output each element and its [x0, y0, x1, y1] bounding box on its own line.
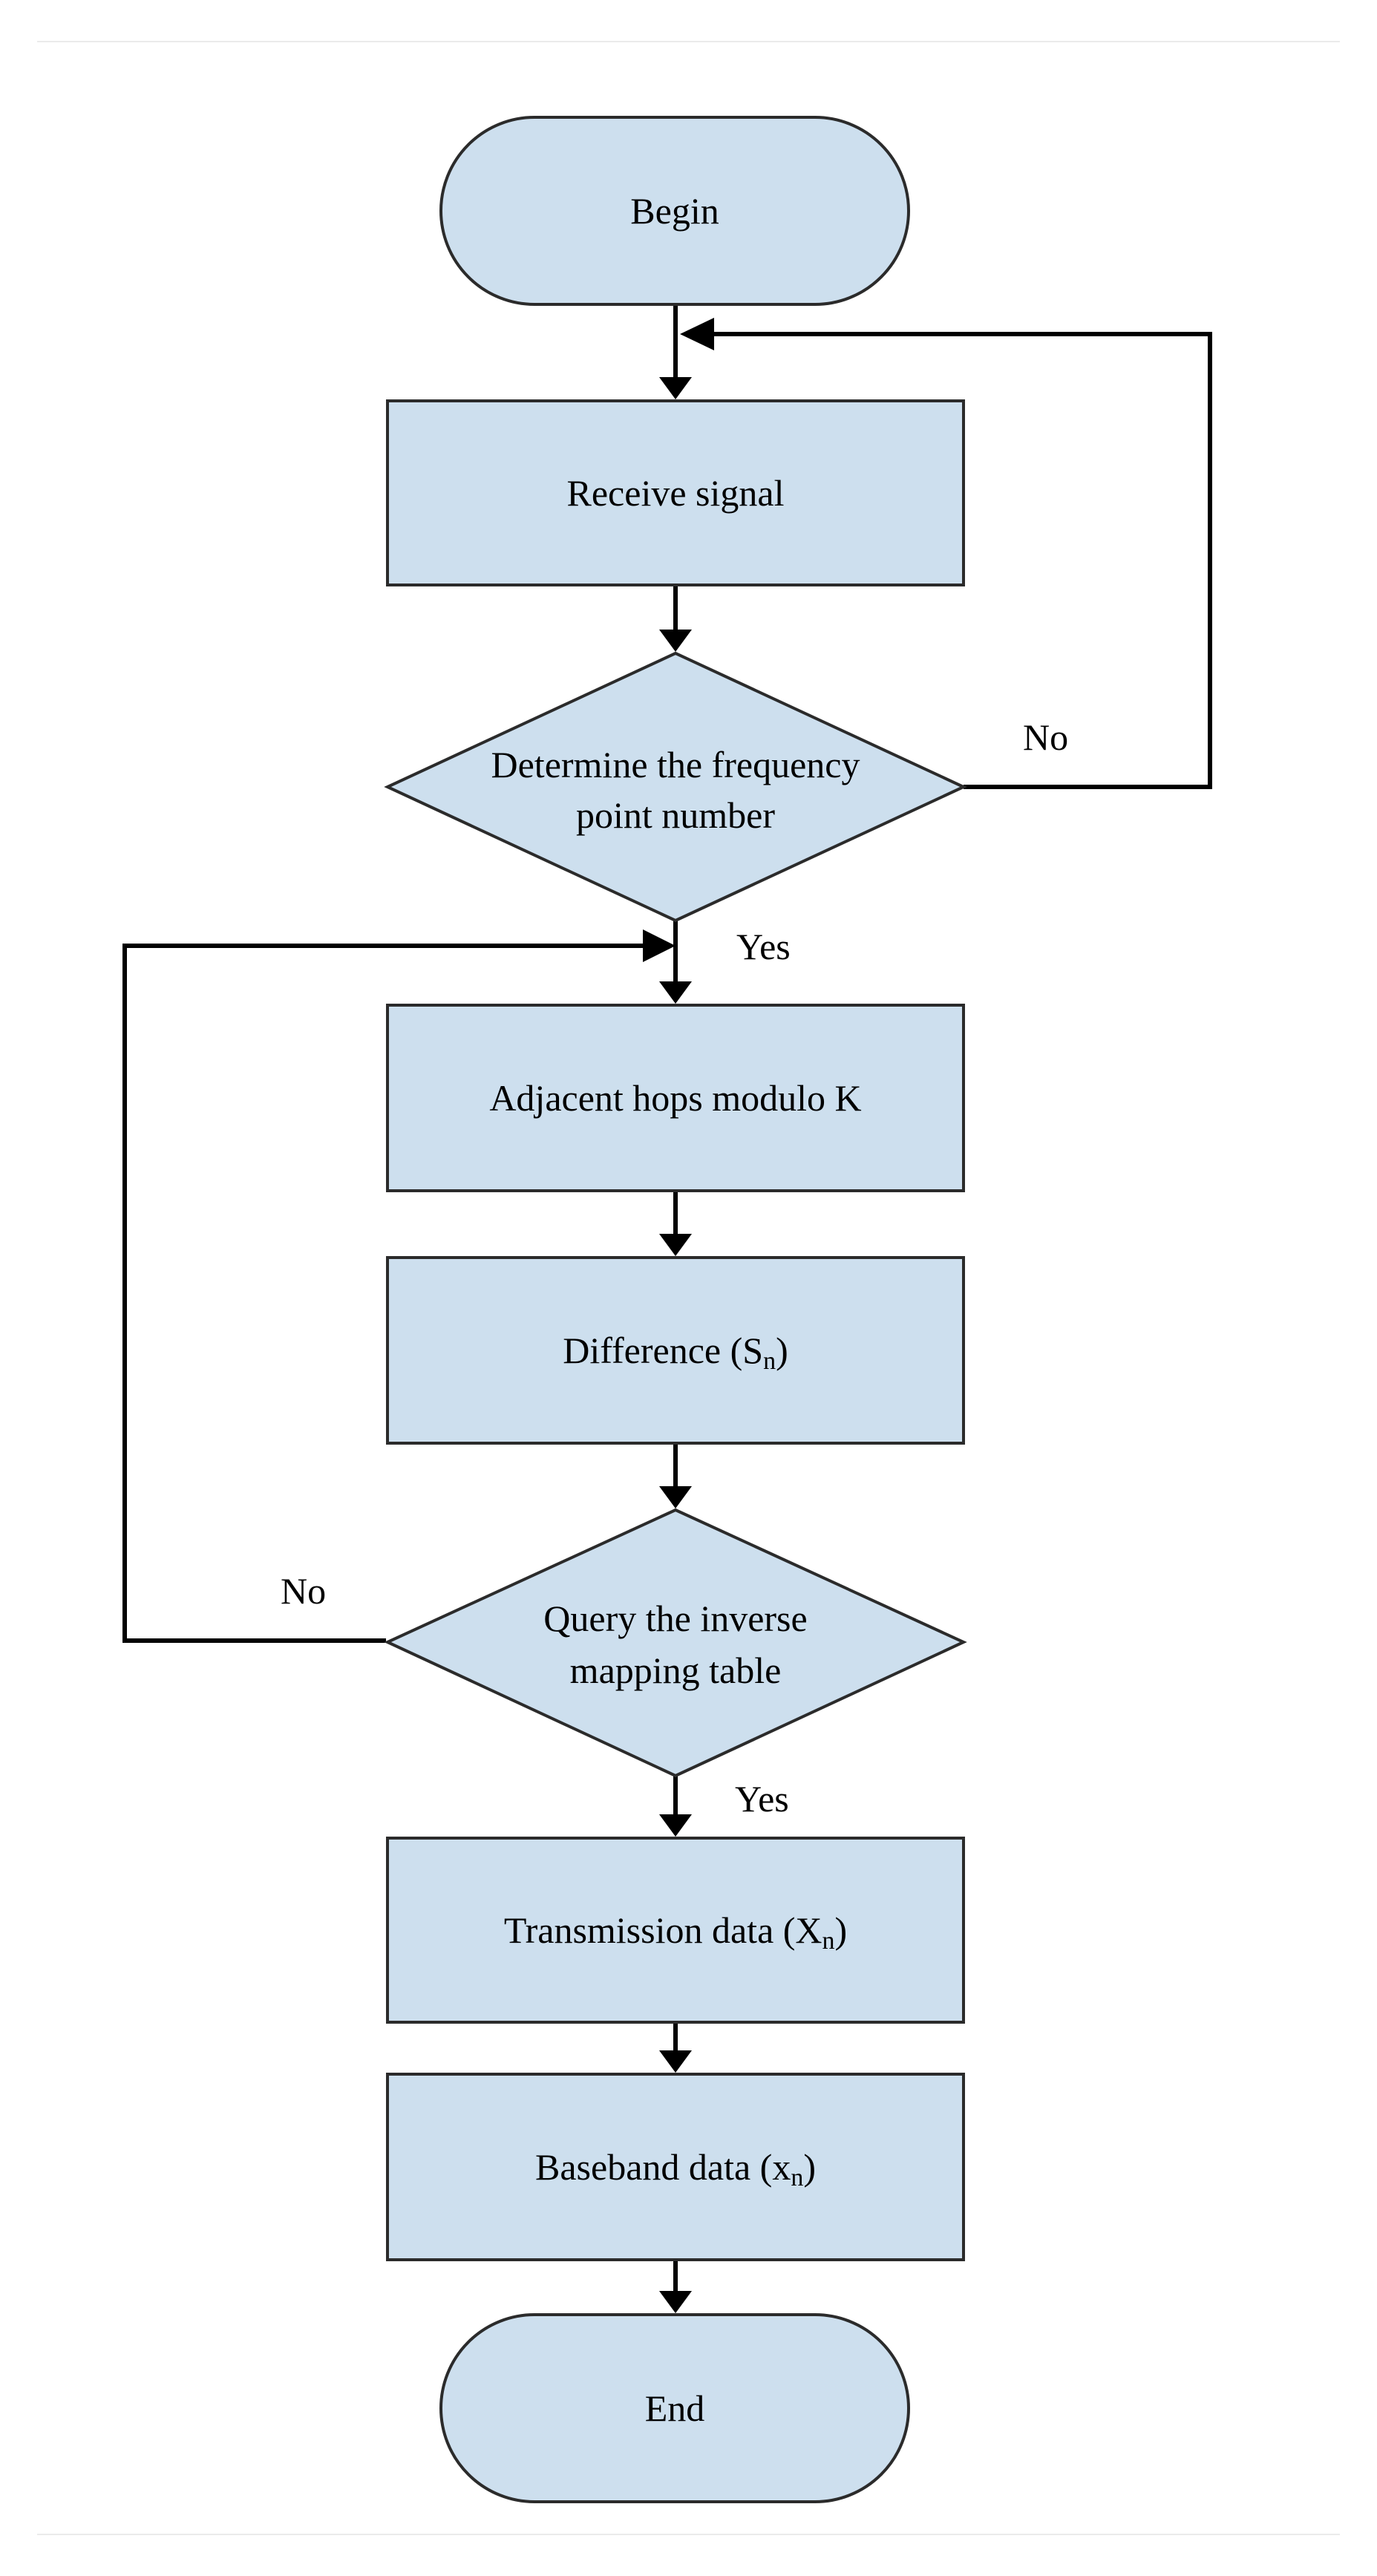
receive-signal-process: Receive signal	[386, 399, 965, 586]
end-terminal-shape	[439, 2313, 910, 2503]
query-no-label: No	[281, 1570, 326, 1612]
arrowhead-query-no-loop	[643, 929, 676, 962]
difference-box	[386, 1256, 965, 1445]
arrowhead-into-baseband	[659, 2050, 692, 2073]
determine-yes-label: Yes	[736, 926, 791, 967]
arrowhead-determine-no-loop	[680, 318, 714, 350]
baseband-data-subscript: n	[791, 2164, 803, 2191]
begin-terminal: Begin	[439, 116, 910, 306]
determine-frequency-label-line1: Determine the frequency	[491, 744, 860, 785]
determine-frequency-label-line2: point number	[576, 794, 775, 836]
transmission-data-label-close: )	[835, 1909, 848, 1951]
baseband-data-process: Baseband data (xn)	[386, 2073, 965, 2261]
arrowhead-into-difference	[659, 1234, 692, 1256]
receive-signal-label: Receive signal	[567, 472, 785, 514]
query-mapping-label-line2: mapping table	[570, 1650, 782, 1691]
query-mapping-decision: Query the inverse mapping table	[384, 1508, 967, 1778]
transmission-data-box	[386, 1837, 965, 2024]
query-yes-label: Yes	[735, 1778, 789, 1820]
transmission-data-process: Transmission data (Xn)	[386, 1837, 965, 2024]
transmission-data-label: Transmission data (Xn)	[504, 1909, 847, 1955]
arrowhead-into-end	[659, 2291, 692, 2313]
end-label: End	[645, 2387, 705, 2429]
arrowhead-into-determine	[659, 630, 692, 652]
baseband-data-label-close: )	[803, 2146, 816, 2188]
connector-determine-no-loop	[714, 332, 1212, 789]
difference-label-close: )	[776, 1330, 788, 1371]
query-mapping-label-line1: Query the inverse	[543, 1598, 807, 1639]
adjacent-hops-process: Adjacent hops modulo K	[386, 1004, 965, 1192]
query-mapping-diamond	[384, 1508, 967, 1778]
determine-frequency-diamond	[384, 651, 967, 923]
determine-no-label: No	[1023, 716, 1068, 758]
arrowhead-into-adjacent	[659, 981, 692, 1004]
difference-label: Difference (Sn)	[563, 1330, 788, 1375]
arrowhead-into-receive	[659, 377, 692, 399]
determine-frequency-decision: Determine the frequency point number	[384, 651, 967, 923]
difference-subscript: n	[763, 1347, 776, 1375]
begin-label: Begin	[630, 190, 719, 232]
arrowhead-into-query	[659, 1486, 692, 1508]
end-terminal: End	[439, 2313, 910, 2503]
receive-signal-box	[386, 399, 965, 586]
transmission-data-label-text: Transmission data (X	[504, 1909, 822, 1951]
begin-terminal-shape	[439, 116, 910, 306]
baseband-data-label: Baseband data (xn)	[535, 2146, 816, 2191]
adjacent-hops-box	[386, 1004, 965, 1192]
baseband-data-label-text: Baseband data (x	[535, 2146, 791, 2188]
baseband-data-box	[386, 2073, 965, 2261]
connector-query-no-loop	[122, 944, 643, 1643]
adjacent-hops-label: Adjacent hops modulo K	[489, 1077, 861, 1119]
difference-label-text: Difference (S	[563, 1330, 763, 1371]
difference-process: Difference (Sn)	[386, 1256, 965, 1445]
transmission-data-subscript: n	[822, 1927, 835, 1955]
arrowhead-into-transmission	[659, 1814, 692, 1837]
